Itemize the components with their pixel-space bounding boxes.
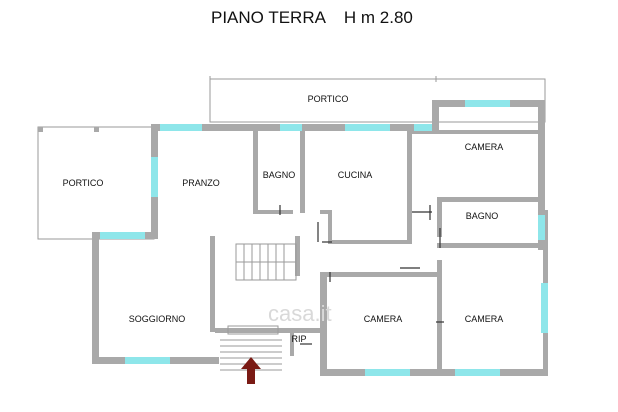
windows xyxy=(100,100,548,376)
room-label-bagno-right: BAGNO xyxy=(466,211,499,221)
room-label-camera-center: CAMERA xyxy=(364,314,403,324)
room-label-portico-top: PORTICO xyxy=(308,94,349,104)
watermark-text: casa.it xyxy=(268,301,332,326)
room-label-cucina: CUCINA xyxy=(338,170,373,180)
room-label-soggiorno: SOGGIORNO xyxy=(129,314,186,324)
room-label-pranzo: PRANZO xyxy=(182,178,220,188)
room-label-camera-right: CAMERA xyxy=(465,314,504,324)
interior-walls xyxy=(210,130,542,372)
entrance-arrow-icon xyxy=(241,357,261,384)
room-label-portico-left: PORTICO xyxy=(63,178,104,188)
room-label-bagno-left: BAGNO xyxy=(263,170,296,180)
plan-title: PIANO TERRA H m 2.80 xyxy=(211,8,413,27)
room-label-camera-top-right: CAMERA xyxy=(465,142,504,152)
portico-top-area xyxy=(209,76,546,123)
door-marks xyxy=(279,205,444,345)
staircase xyxy=(220,243,297,371)
room-label-rip: RIP xyxy=(291,334,306,344)
